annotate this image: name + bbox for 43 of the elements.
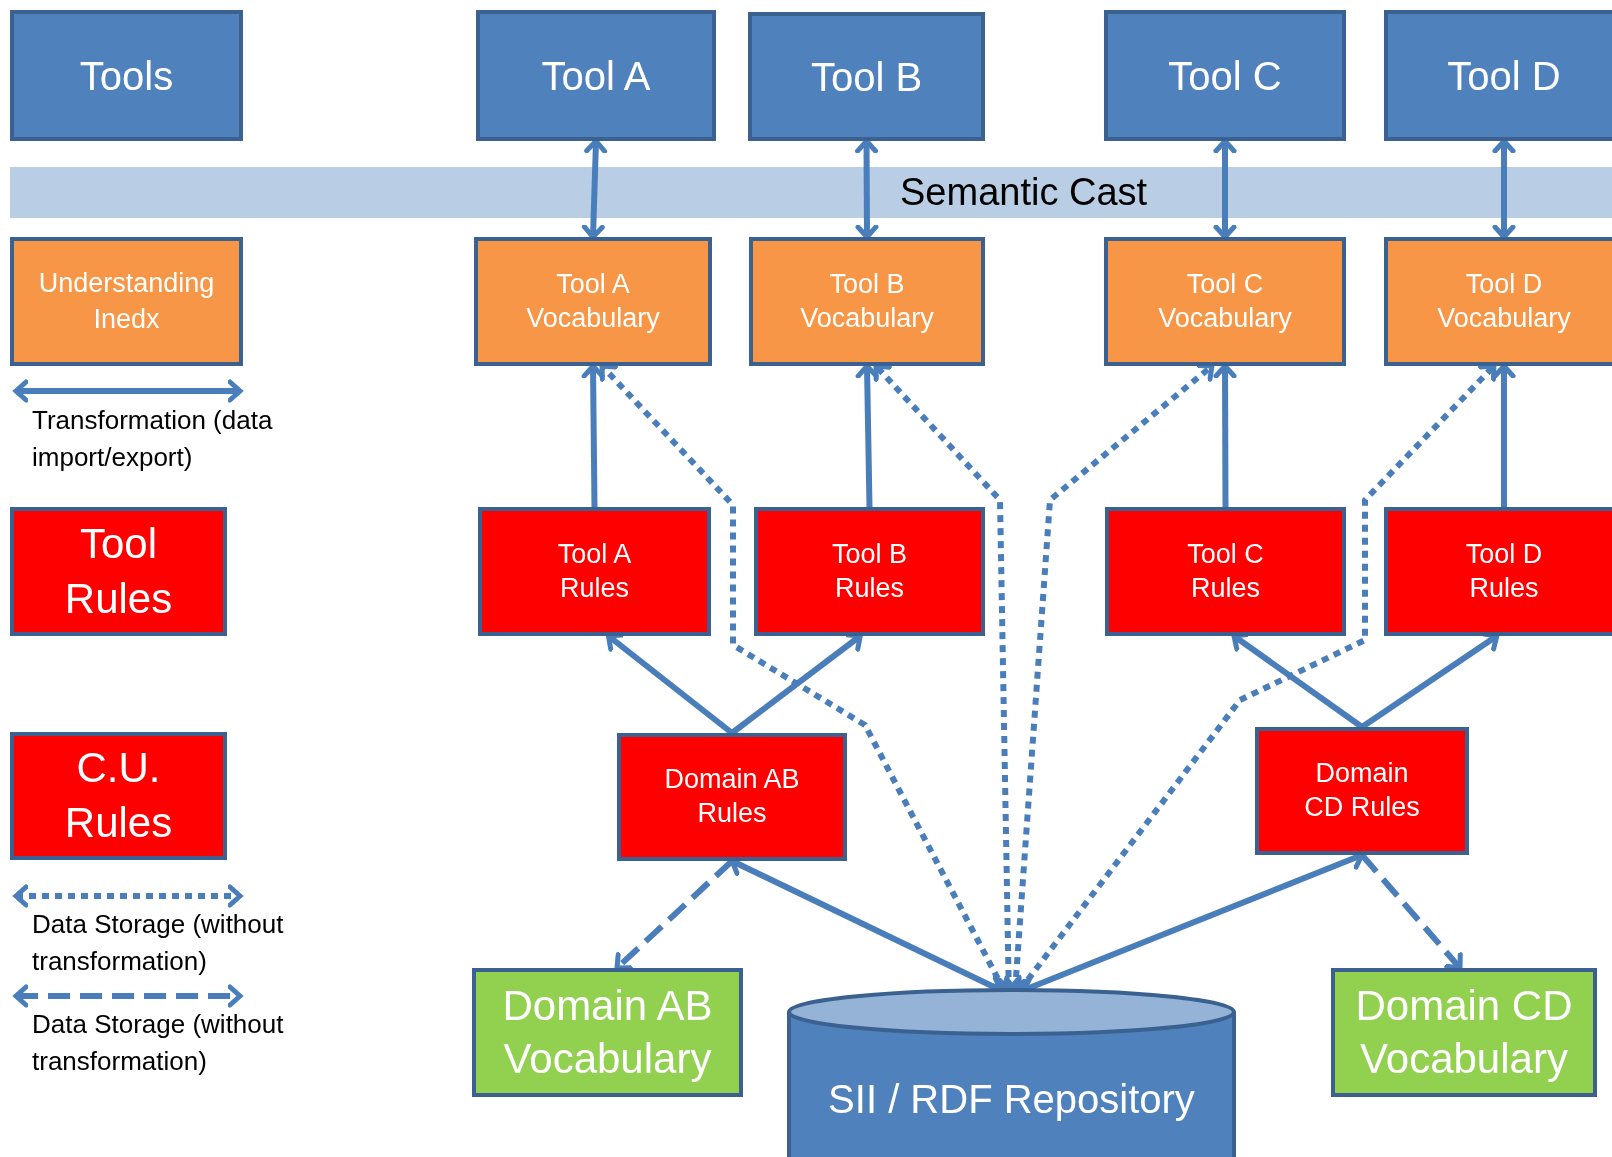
- box-label: Domain AB Vocabulary: [501, 981, 714, 1084]
- dashed-arrow: [1359, 853, 1463, 971]
- repository-cylinder: [786, 986, 1237, 1157]
- legend-label: Understanding Inedx: [37, 267, 216, 336]
- box-label: Tool A Rules: [556, 537, 633, 605]
- rules-box: [1384, 507, 1612, 636]
- box-label: Tool C: [1167, 52, 1283, 100]
- rules-box: [754, 507, 985, 636]
- box-label: SII / RDF Repository: [827, 1075, 1196, 1123]
- box-label: Tool D: [1446, 52, 1562, 100]
- rules-box: [1255, 727, 1469, 855]
- band-label: Semantic Cast: [900, 171, 1148, 214]
- box-label: Tool A: [540, 52, 652, 100]
- vocabulary-box: [472, 968, 743, 1097]
- vocabulary-box: [474, 237, 712, 366]
- legend-label: C.U. Rules: [63, 743, 174, 848]
- rules-box: [478, 507, 711, 636]
- legend-label: Transformation (data import/export): [32, 404, 274, 474]
- box-label: Domain CD Rules: [1303, 757, 1421, 824]
- legend-label: Data Storage (without transformation): [32, 1008, 285, 1078]
- box-label: Tool A Vocabulary: [525, 267, 661, 335]
- legend-label: Tool Rules: [63, 518, 174, 624]
- rules-box: [617, 733, 847, 861]
- legend-label: Tools: [78, 52, 175, 100]
- vocabulary-box: [1331, 968, 1597, 1097]
- vocabulary-box: [749, 237, 985, 366]
- rules-box: [1105, 507, 1346, 636]
- box-label: Tool B Rules: [830, 537, 908, 605]
- box-label: Tool B Vocabulary: [799, 267, 935, 335]
- box-label: Tool D Rules: [1464, 537, 1544, 605]
- vocabulary-box: [1104, 237, 1346, 366]
- box-label: Domain CD Vocabulary: [1354, 981, 1574, 1084]
- box-label: Tool B: [809, 53, 924, 101]
- vocabulary-box: [1384, 237, 1612, 366]
- legend-label: Data Storage (without transformation): [32, 908, 285, 978]
- box-label: Tool C Vocabulary: [1157, 267, 1293, 335]
- box-label: Domain AB Rules: [663, 763, 801, 830]
- tool-box: [1104, 10, 1346, 141]
- tool-box: [748, 12, 985, 141]
- box-label: Tool D Vocabulary: [1436, 267, 1572, 335]
- tool-box: [1384, 10, 1612, 141]
- tool-box: [476, 10, 716, 141]
- box-label: Tool C Rules: [1186, 537, 1265, 605]
